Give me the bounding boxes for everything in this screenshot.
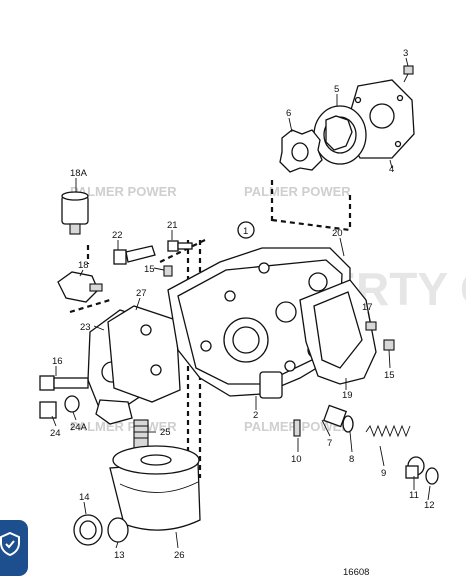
bolt-16	[39, 375, 89, 391]
label-11: 11	[409, 490, 419, 501]
sealing-ring-13	[107, 517, 129, 543]
watermark-3: PALMER POWER	[70, 419, 177, 434]
inner-rotor	[279, 129, 323, 173]
bolt-21	[167, 240, 193, 252]
dowel-pin-17	[365, 321, 377, 331]
drain-plug-24	[39, 401, 57, 419]
label-20: 20	[332, 228, 343, 239]
label-18a: 18A	[70, 168, 88, 179]
sealing-ring-14-inner	[79, 520, 97, 540]
label-15a: 15	[144, 264, 155, 275]
washer-24a	[64, 395, 80, 413]
label-8: 8	[349, 454, 354, 465]
dowel-pin-15a	[163, 265, 173, 277]
threaded-nipple-25	[133, 419, 149, 449]
label-9: 9	[381, 468, 386, 479]
label-18: 18	[78, 260, 89, 271]
cover-screw	[403, 65, 414, 83]
label-10: 10	[291, 454, 302, 465]
label-6: 6	[286, 108, 291, 119]
label-23: 23	[80, 322, 91, 333]
label-27: 27	[136, 288, 147, 299]
label-2: 2	[253, 410, 258, 421]
part-number-labels: 3 5 6 4 18A 21 22 20 18 15 27 17 23 16 1…	[50, 48, 435, 561]
relief-valve-spring	[365, 424, 411, 438]
label-25: 25	[160, 427, 171, 438]
label-3: 3	[403, 48, 408, 59]
gasket-27	[107, 305, 181, 403]
oil-pump-body	[167, 247, 351, 399]
group-number-circle	[237, 221, 255, 239]
watermark-2: PALMER POWER	[244, 184, 351, 199]
security-badge[interactable]	[0, 520, 28, 576]
label-19: 19	[342, 390, 353, 401]
label-26: 26	[174, 550, 185, 561]
seal-washer-12	[425, 467, 439, 485]
label-17: 17	[362, 302, 373, 313]
pin-10	[293, 419, 301, 437]
sender-adapter	[57, 271, 103, 303]
label-5: 5	[334, 84, 339, 95]
label-24a: 24A	[70, 422, 88, 433]
label-13: 13	[114, 550, 125, 561]
label-22: 22	[112, 230, 123, 241]
label-16: 16	[52, 356, 63, 367]
label-7: 7	[327, 438, 332, 449]
relief-valve-plunger	[322, 404, 354, 433]
label-4: 4	[389, 164, 394, 175]
drawing-number: 16608	[343, 567, 369, 578]
dowel-pin-15b	[383, 339, 395, 351]
shield-check-icon	[0, 532, 20, 556]
watermark-1: PALMER POWER	[70, 184, 177, 199]
label-24: 24	[50, 428, 61, 439]
outer-rotor	[313, 105, 367, 165]
label-12: 12	[424, 500, 435, 511]
leader-lines	[51, 57, 431, 549]
relief-valve-plug	[405, 456, 425, 479]
label-14: 14	[79, 492, 90, 503]
group-number: 1	[243, 226, 248, 237]
relief-valve-housing	[299, 279, 377, 385]
label-15b: 15	[384, 370, 395, 381]
label-21: 21	[167, 220, 178, 231]
oil-filter-26	[109, 445, 201, 531]
bolt-22	[113, 245, 156, 265]
oil-pressure-sender	[61, 191, 89, 235]
